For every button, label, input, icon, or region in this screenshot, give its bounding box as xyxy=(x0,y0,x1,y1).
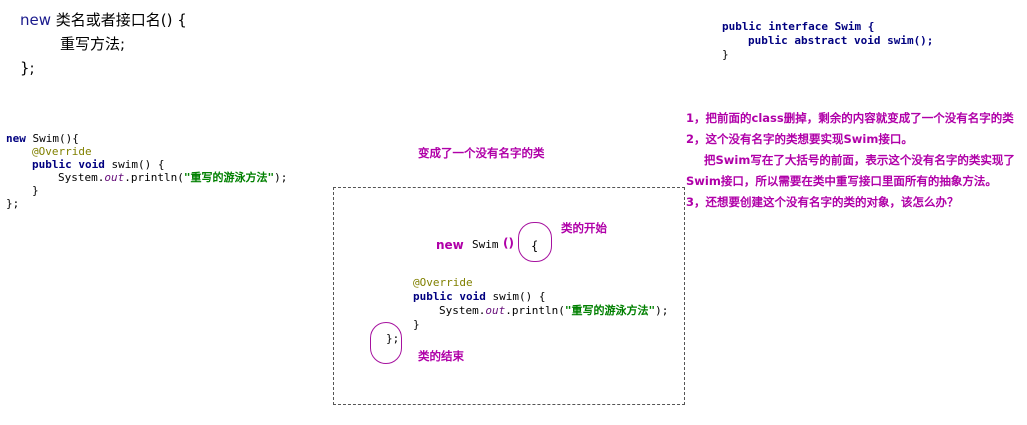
class-start-circle xyxy=(518,222,552,262)
swim-ctor: Swim(){ xyxy=(25,132,79,145)
left-override: @Override xyxy=(32,145,92,158)
class-start-label: 类的开始 xyxy=(561,221,607,235)
box-method-decl: public void swim() { xyxy=(413,290,545,303)
system-text: System. xyxy=(439,304,486,317)
interface-line-3: } xyxy=(722,48,729,61)
println-text: .println( xyxy=(124,171,184,184)
class-end-circle xyxy=(370,322,402,364)
box-println: System.out.println("重写的游泳方法"); xyxy=(439,304,668,317)
new-keyword: new xyxy=(20,11,52,29)
box-open-brace: { xyxy=(531,239,539,253)
syntax-line-2: 重写方法; xyxy=(60,35,126,53)
public-keyword: public xyxy=(32,158,72,171)
syntax-line-1: new 类名或者接口名() { xyxy=(20,8,187,32)
interface-line-2: public abstract void swim(); xyxy=(748,34,933,47)
box-swim: Swim xyxy=(472,238,499,251)
box-close-outer: }; xyxy=(386,332,400,345)
left-close-outer: }; xyxy=(6,197,20,210)
note-3: 把Swim写在了大括号的前面，表示这个没有名字的类实现了 xyxy=(704,153,1015,167)
syntax-line-1-text: 类名或者接口名() { xyxy=(55,11,187,29)
syntax-line-3: }; xyxy=(20,59,35,77)
class-end-label: 类的结束 xyxy=(418,349,464,363)
interface-line-1: public interface Swim { xyxy=(722,20,874,33)
note-5: 3，还想要创建这个没有名字的类的对象，该怎么办？ xyxy=(686,195,959,209)
left-method-decl: public void swim() { xyxy=(32,158,164,171)
note-4: Swim接口，所以需要在类中重写接口里面所有的抽象方法。 xyxy=(686,174,997,188)
interface-method: public abstract void swim(); xyxy=(748,34,934,47)
method-name: swim() { xyxy=(104,158,165,171)
left-code-line-1: new Swim(){ xyxy=(6,132,79,145)
anonymous-class-box xyxy=(333,187,685,405)
method-name: swim() { xyxy=(485,290,546,303)
println-text: .println( xyxy=(505,304,565,317)
box-new-keyword: new xyxy=(436,238,464,252)
box-close-inner: } xyxy=(413,318,420,331)
void-keyword: void xyxy=(459,290,486,303)
left-close-inner: } xyxy=(32,184,39,197)
became-class-label: 变成了一个没有名字的类 xyxy=(418,146,545,160)
println-close: ); xyxy=(655,304,669,317)
println-close: ); xyxy=(274,171,288,184)
system-text: System. xyxy=(58,171,105,184)
new-keyword: new xyxy=(6,132,26,145)
note-1: 1，把前面的class删掉，剩余的内容就变成了一个没有名字的类 xyxy=(686,111,1014,125)
box-parens: () xyxy=(503,236,514,250)
note-2: 2，这个没有名字的类想要实现Swim接口。 xyxy=(686,132,913,146)
string-literal: "重写的游泳方法" xyxy=(564,304,656,317)
box-override: @Override xyxy=(413,276,473,289)
void-keyword: void xyxy=(78,158,105,171)
public-keyword: public xyxy=(413,290,453,303)
left-println: System.out.println("重写的游泳方法"); xyxy=(58,171,287,184)
string-literal: "重写的游泳方法" xyxy=(183,171,275,184)
out-field: out xyxy=(104,171,125,184)
out-field: out xyxy=(485,304,506,317)
interface-decl: public interface Swim { xyxy=(722,20,875,33)
